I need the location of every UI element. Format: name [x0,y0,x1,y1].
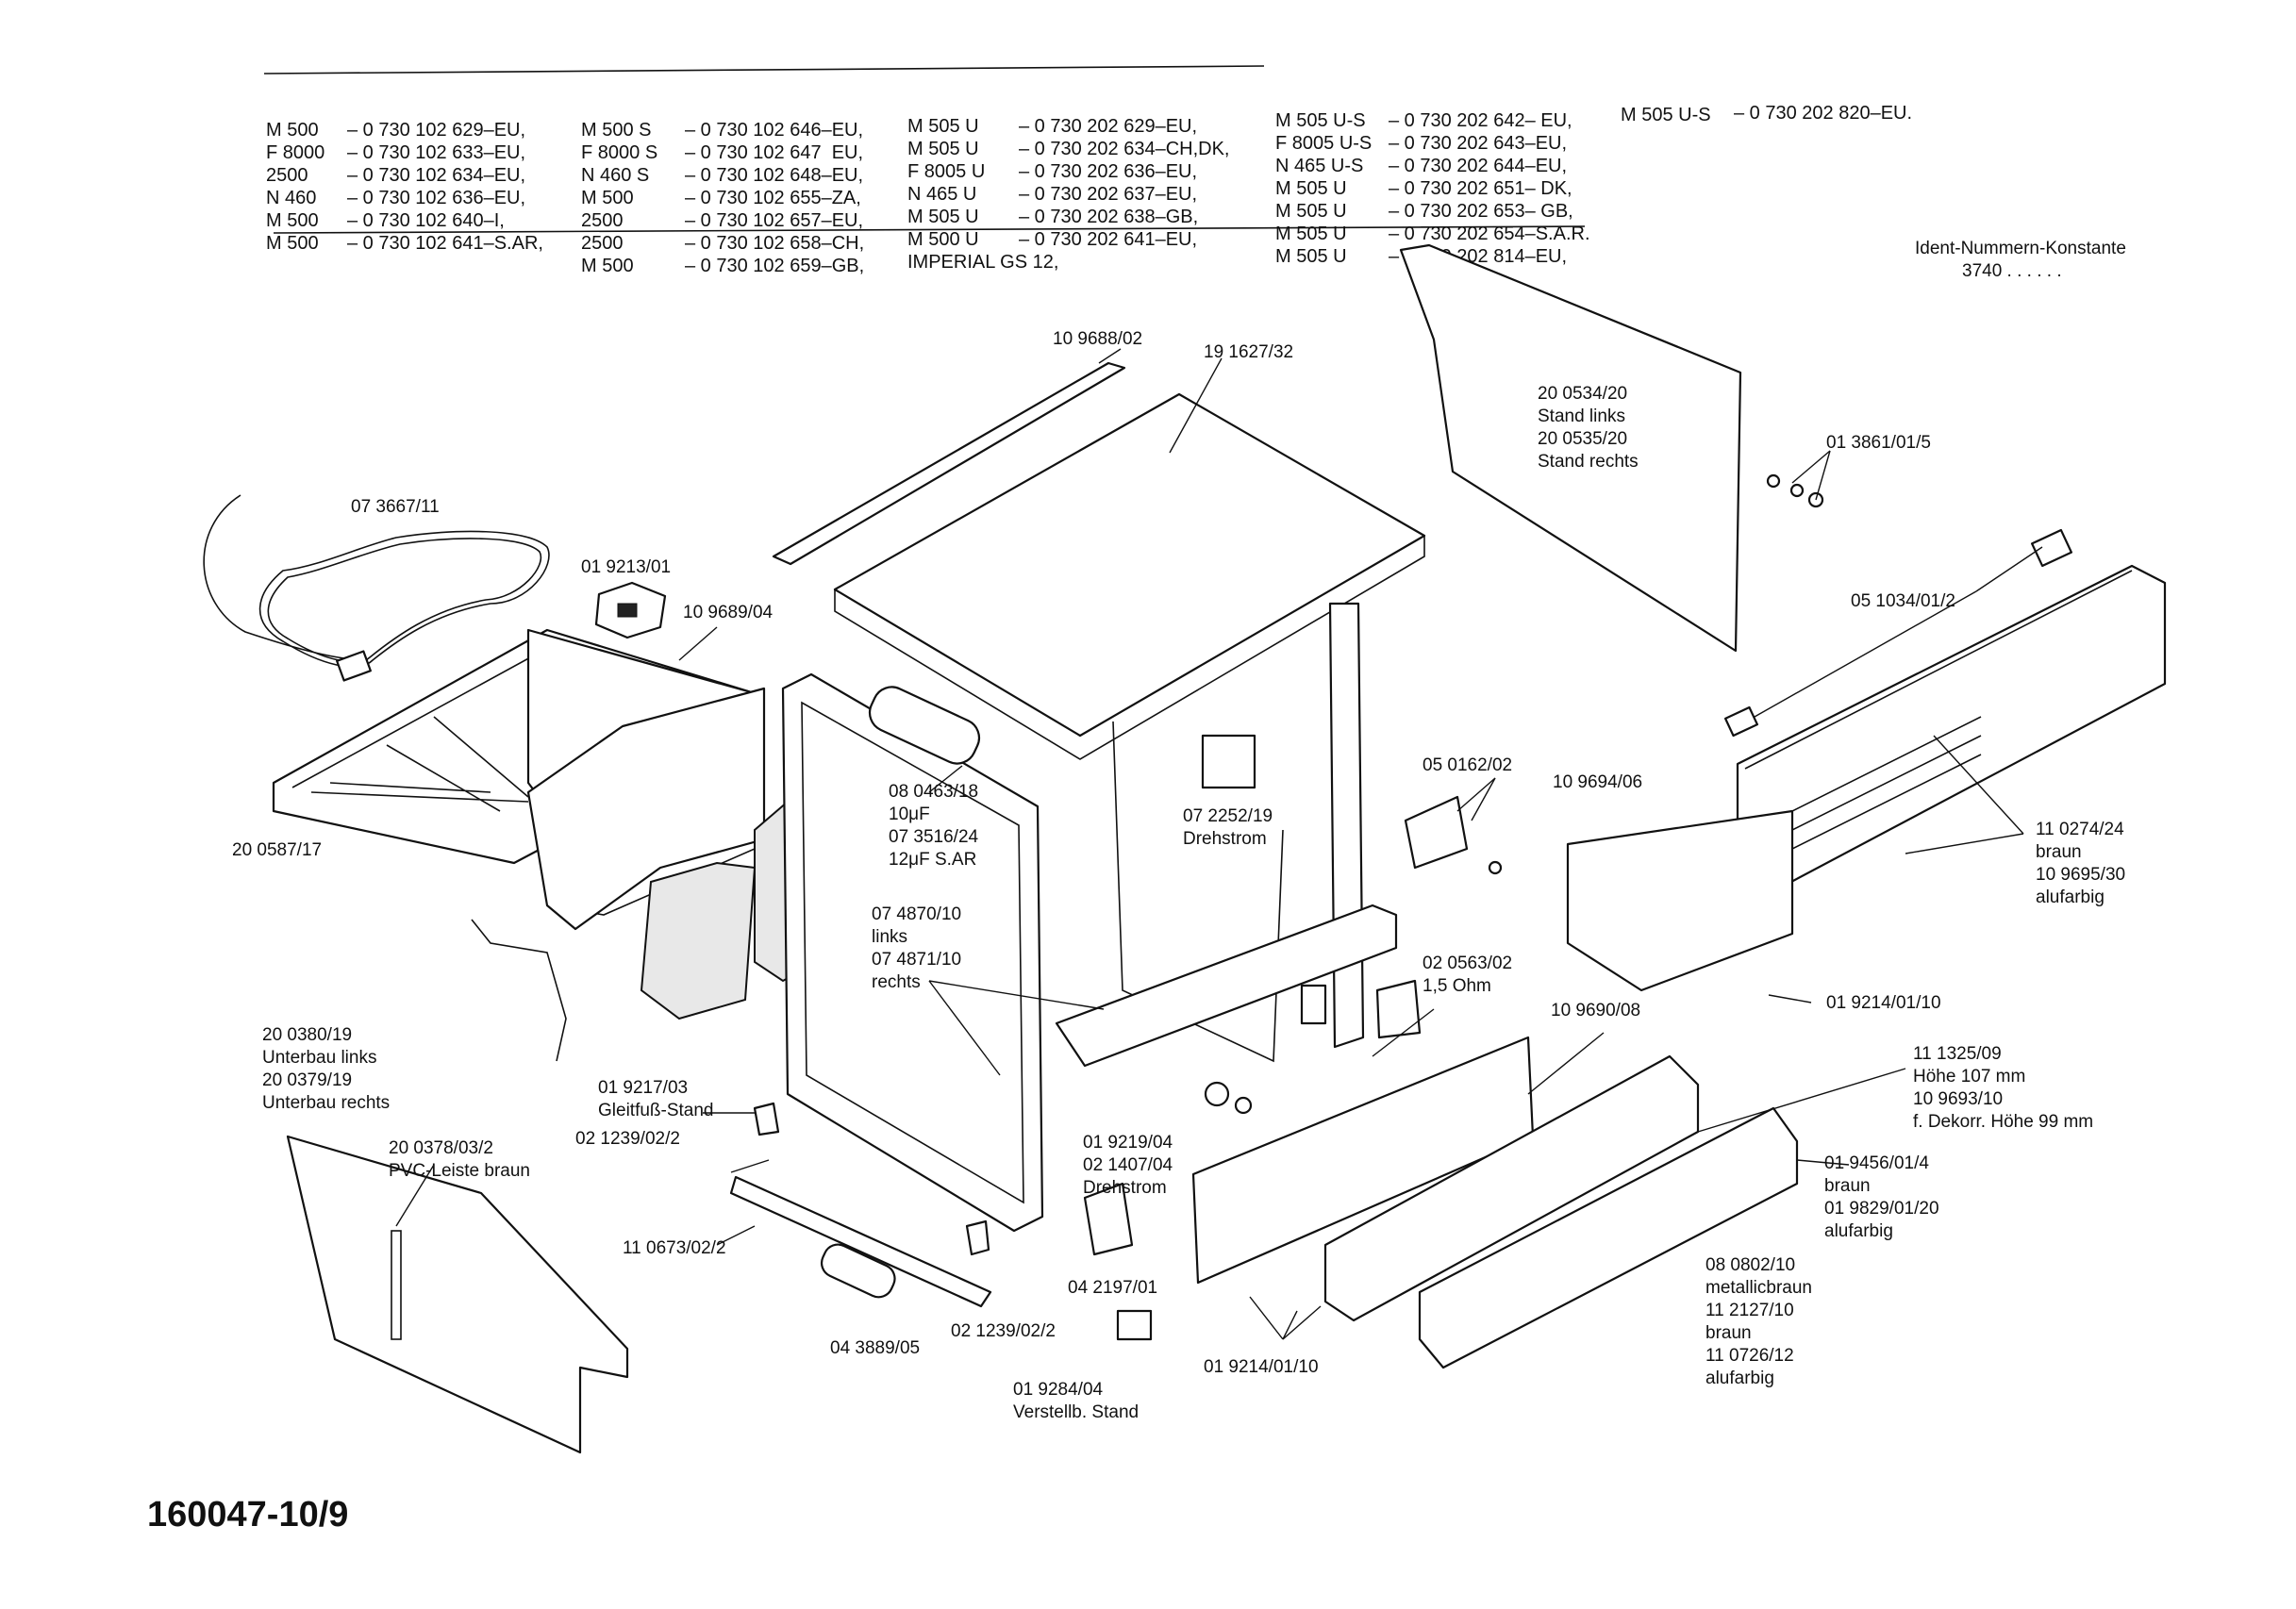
callout-072252: 07 2252/19 [1183,806,1273,826]
callout-019456-note: braun [1824,1176,1871,1196]
leader-lines [395,348,2043,1340]
callout-072252-note: Drehstrom [1183,829,1267,849]
lower-parts-drawing [471,919,1253,1341]
callout-074870-note: links [872,927,908,947]
frame-109694-drawing [1566,809,1794,992]
ident-value: 3740 . . . . . . [1962,261,2062,281]
top-rail-drawing [772,361,1126,566]
callout-051034: 05 1034/01/2 [1851,591,1955,611]
callout-019284: 01 9284/04 [1013,1380,1104,1400]
callout-073516-note: 12μF S.AR [889,850,977,870]
callout-111325-note: Höhe 107 mm [1913,1067,2026,1086]
callout-200587: 20 0587/17 [232,840,323,860]
header-col2-numbers: – 0 730 102 646–EU,– 0 730 102 647 EU,– … [685,120,865,276]
ident-label: Ident-Nummern-Konstante [1915,239,2126,258]
callout-112127-note: braun [1705,1323,1752,1343]
power-cord-drawing [203,494,550,682]
door-frame-drawing [781,672,1044,1233]
callout-042197: 04 2197/01 [1068,1278,1158,1298]
header-col1-numbers: – 0 730 102 629–EU,– 0 730 102 633–EU,– … [347,120,543,254]
capacitor-drawing [868,686,981,765]
base-left-panel-drawing [286,1135,629,1454]
callout-021239-b: 02 1239/02/2 [951,1321,1056,1341]
screws-013861-drawing [1766,473,1824,508]
callout-043889: 04 3889/05 [830,1338,921,1358]
callout-019213: 01 9213/01 [581,557,672,577]
callout-110726-note: alufarbig [1705,1368,1774,1388]
callout-019284-note: Verstellb. Stand [1013,1402,1140,1422]
callout-021239-a: 02 1239/02/2 [575,1129,680,1149]
callout-080802-note: metallicbraun [1705,1278,1812,1298]
callout-074871-note: rechts [872,972,921,992]
small-parts-drawing [1300,795,1503,1039]
header-top-rule [263,65,1265,75]
callout-109690: 10 9690/08 [1551,1001,1641,1020]
callout-112127: 11 2127/10 [1705,1301,1794,1320]
callout-111325: 11 1325/09 [1913,1044,2002,1064]
header-col5-models: M 505 U-S [1621,105,1711,125]
callout-110274-note: braun [2036,842,2082,862]
callout-073667: 07 3667/11 [351,497,440,517]
document-number: 160047-10/9 [147,1495,349,1534]
callout-019219: 01 9219/04 [1083,1133,1173,1153]
callout-200380-note: Unterbau links [262,1048,377,1068]
side-bracket-drawing [526,687,766,931]
callout-080463: 08 0463/18 [889,782,979,802]
header-bottom-rule [273,225,1586,234]
callout-019214-a: 01 9214/01/10 [1826,993,1941,1013]
callout-110673: 11 0673/02/2 [623,1238,726,1258]
callout-073516: 07 3516/24 [889,827,979,847]
side-stand-panel-drawing [1399,243,1742,653]
callout-200535-note: Stand rechts [1538,452,1639,472]
callout-019217: 01 9217/03 [598,1078,689,1098]
callout-080802: 08 0802/10 [1705,1255,1796,1275]
callout-019829-note: alufarbig [1824,1221,1893,1241]
callout-200534: 20 0534/20 [1538,384,1628,404]
callout-109688: 10 9688/02 [1053,329,1143,349]
callout-019214-b: 01 9214/01/10 [1204,1357,1319,1377]
callout-109693: 10 9693/10 [1913,1089,2004,1109]
callout-200380: 20 0380/19 [262,1025,353,1045]
header-col3-numbers: – 0 730 202 629–EU,– 0 730 202 634–CH,DK… [1019,116,1230,250]
callout-200378: 20 0378/03/2 [389,1138,493,1158]
callout-200379-note: Unterbau rechts [262,1093,391,1113]
relay-drawing [1201,734,1256,789]
callout-110726: 11 0726/12 [1705,1346,1794,1366]
callout-074871: 07 4871/10 [872,950,962,970]
callout-019217-note: Gleitfuß-Stand [598,1101,714,1120]
callout-200534-note: Stand links [1538,406,1625,426]
callout-074870: 07 4870/10 [872,904,962,924]
callout-020563-note: 1,5 Ohm [1423,976,1491,996]
callout-109689: 10 9689/04 [683,603,774,622]
plug-icon [336,650,372,682]
callout-050162: 05 0162/02 [1423,755,1513,775]
callout-019456: 01 9456/01/4 [1824,1153,1929,1173]
header-col4-numbers: – 0 730 202 642– EU,– 0 730 202 643–EU,–… [1389,110,1590,267]
callout-019829: 01 9829/01/20 [1824,1199,1939,1219]
callout-109693-note: f. Dekorr. Höhe 99 mm [1913,1112,2094,1132]
callout-021407: 02 1407/04 [1083,1155,1173,1175]
callout-109695: 10 9695/30 [2036,865,2126,885]
callout-109694: 10 9694/06 [1553,772,1643,792]
callout-200379: 20 0379/19 [262,1070,353,1090]
callout-109695-note: alufarbig [2036,887,2105,907]
callout-080463-note: 10μF [889,804,930,824]
terminal-block-drawing [594,581,667,639]
callout-021407-note: Drehstrom [1083,1178,1167,1198]
callout-013861: 01 3861/01/5 [1826,433,1931,453]
callout-110274: 11 0274/24 [2036,820,2124,839]
callout-200378-note: PVC-Leiste braun [389,1161,530,1181]
callout-020563: 02 0563/02 [1423,954,1513,973]
back-frame-drawing [1055,602,1398,1068]
header-col5-numbers: – 0 730 202 820–EU. [1734,103,1913,124]
callout-191627: 19 1627/32 [1204,342,1294,362]
callout-200535: 20 0535/20 [1538,429,1628,449]
